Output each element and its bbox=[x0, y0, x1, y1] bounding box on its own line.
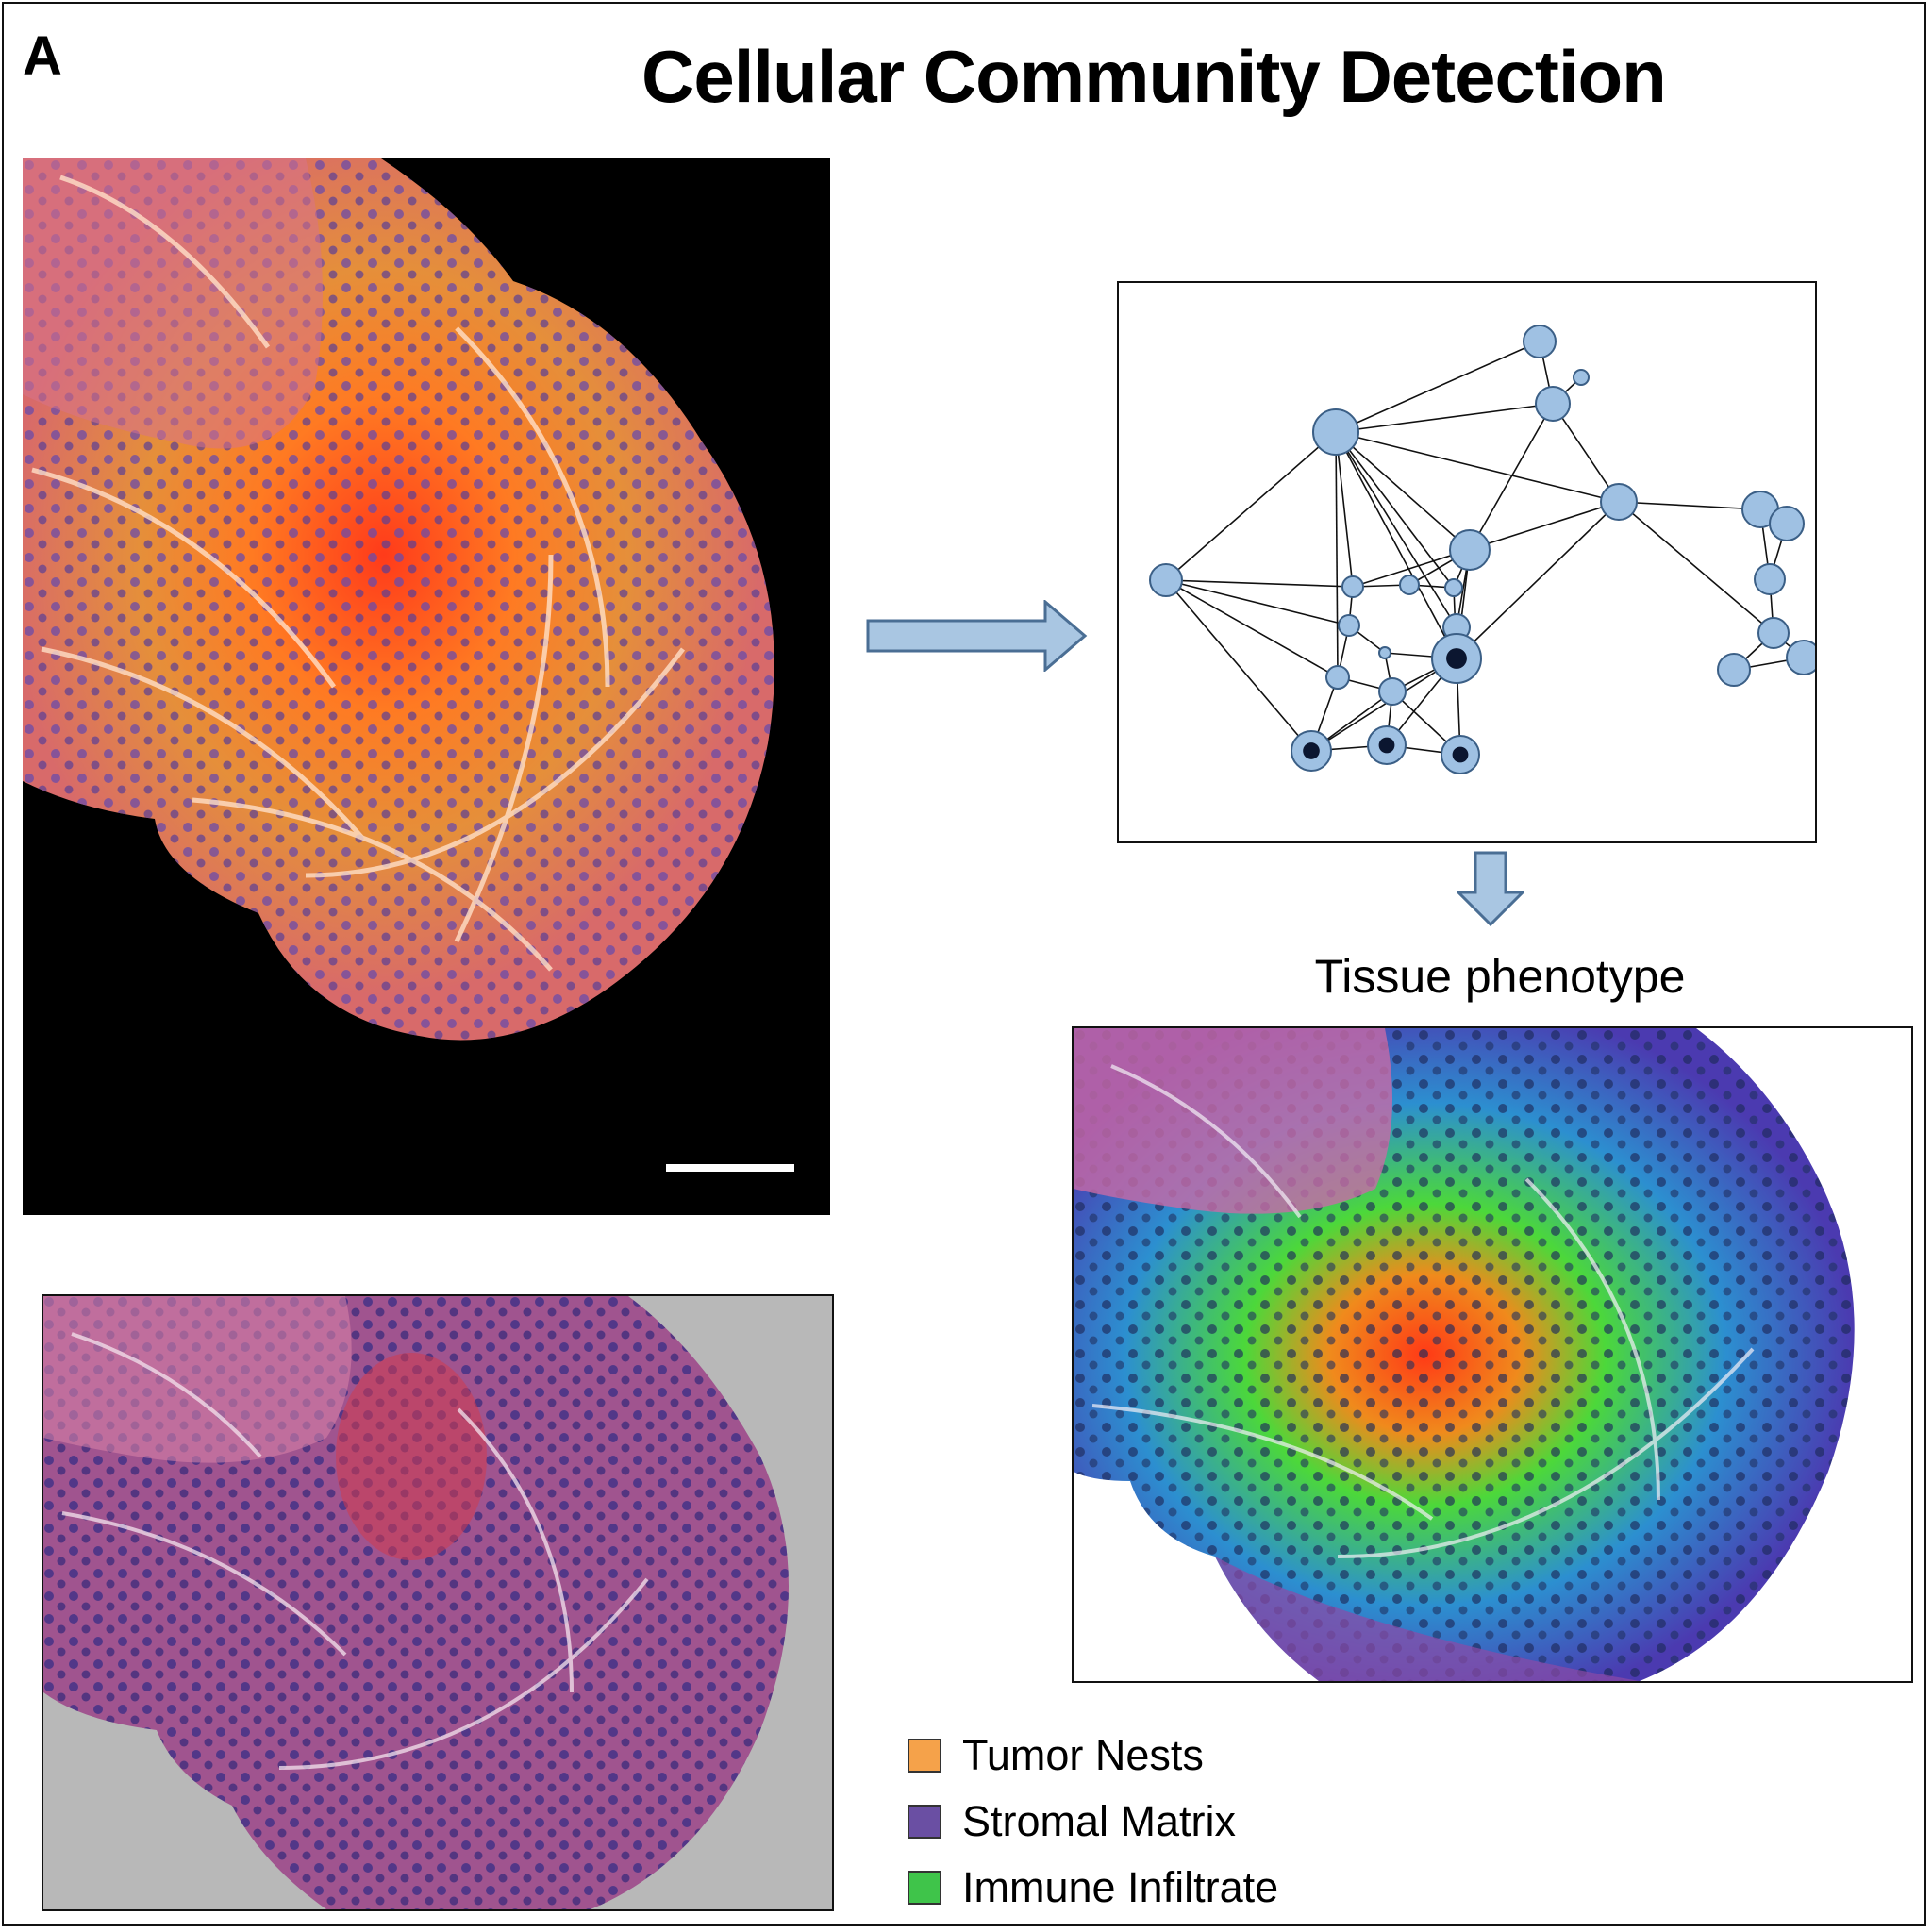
graph-edge bbox=[1335, 431, 1457, 628]
graph-node bbox=[1535, 386, 1571, 422]
graph-edge bbox=[1552, 403, 1620, 503]
graph-node bbox=[1573, 369, 1590, 386]
graph-edge bbox=[1618, 501, 1761, 510]
graph-edge bbox=[1335, 431, 1339, 678]
down-arrow-icon bbox=[1457, 851, 1524, 926]
graph-node-core bbox=[1452, 746, 1469, 763]
legend-label: Immune Infiltrate bbox=[962, 1863, 1279, 1911]
graph-node bbox=[1378, 677, 1407, 706]
legend-item-stromal-matrix: Stromal Matrix bbox=[908, 1789, 1278, 1855]
community-graph bbox=[1117, 281, 1822, 843]
graph-node bbox=[1341, 575, 1364, 598]
tumor-nests-swatch bbox=[908, 1739, 941, 1773]
graph-node bbox=[1786, 640, 1822, 675]
graph-node bbox=[1523, 325, 1557, 358]
stromal-matrix-swatch bbox=[908, 1805, 941, 1839]
immune-infiltrate-swatch bbox=[908, 1871, 941, 1905]
graph-node bbox=[1717, 653, 1751, 687]
fluorescence-tissue-image bbox=[23, 158, 830, 1215]
graph-edge bbox=[1335, 403, 1554, 433]
legend-label: Stromal Matrix bbox=[962, 1797, 1237, 1845]
graph-edge bbox=[1165, 579, 1350, 626]
scale-bar bbox=[666, 1164, 794, 1172]
graph-node-core bbox=[1446, 648, 1467, 669]
graph-edge bbox=[1165, 431, 1337, 581]
graph-node bbox=[1399, 575, 1420, 595]
graph-edge bbox=[1165, 579, 1312, 752]
graph-node bbox=[1312, 408, 1359, 456]
graph-edge bbox=[1335, 431, 1455, 589]
tissue-phenotype-map bbox=[1072, 1026, 1913, 1683]
figure-title: Cellular Community Detection bbox=[641, 35, 1667, 118]
graph-edge bbox=[1165, 579, 1339, 678]
graph-edge bbox=[1335, 431, 1354, 588]
graph-edge bbox=[1335, 341, 1541, 433]
graph-node bbox=[1325, 665, 1350, 690]
graph-edge bbox=[1469, 403, 1554, 551]
graph-node bbox=[1754, 563, 1786, 595]
graph-node bbox=[1769, 506, 1805, 541]
panel-label: A bbox=[23, 25, 62, 87]
graph-edge bbox=[1310, 658, 1457, 752]
graph-edge bbox=[1335, 431, 1620, 503]
graph-node bbox=[1149, 563, 1183, 597]
graph-edge bbox=[1335, 431, 1471, 551]
graph-edge bbox=[1618, 501, 1774, 634]
legend-item-tumor-nests: Tumor Nests bbox=[908, 1723, 1278, 1789]
graph-node bbox=[1444, 578, 1463, 597]
tissue-phenotype-label: Tissue phenotype bbox=[1314, 950, 1686, 1003]
graph-node bbox=[1338, 614, 1360, 637]
legend-item-immune-infiltrate: Immune Infiltrate bbox=[908, 1855, 1278, 1921]
legend-label: Tumor Nests bbox=[962, 1731, 1204, 1779]
legend: Tumor Nests Stromal Matrix Immune Infilt… bbox=[908, 1723, 1278, 1921]
graph-node bbox=[1757, 617, 1790, 649]
graph-edge bbox=[1165, 579, 1354, 588]
right-arrow-icon bbox=[866, 600, 1088, 672]
he-stain-image bbox=[42, 1294, 834, 1911]
graph-node-core bbox=[1378, 737, 1395, 754]
graph-node bbox=[1449, 529, 1491, 571]
graph-edge bbox=[1456, 501, 1620, 659]
graph-node-core bbox=[1303, 742, 1320, 759]
graph-edge bbox=[1335, 431, 1457, 659]
graph-node bbox=[1600, 483, 1638, 521]
graph-node bbox=[1378, 646, 1391, 659]
